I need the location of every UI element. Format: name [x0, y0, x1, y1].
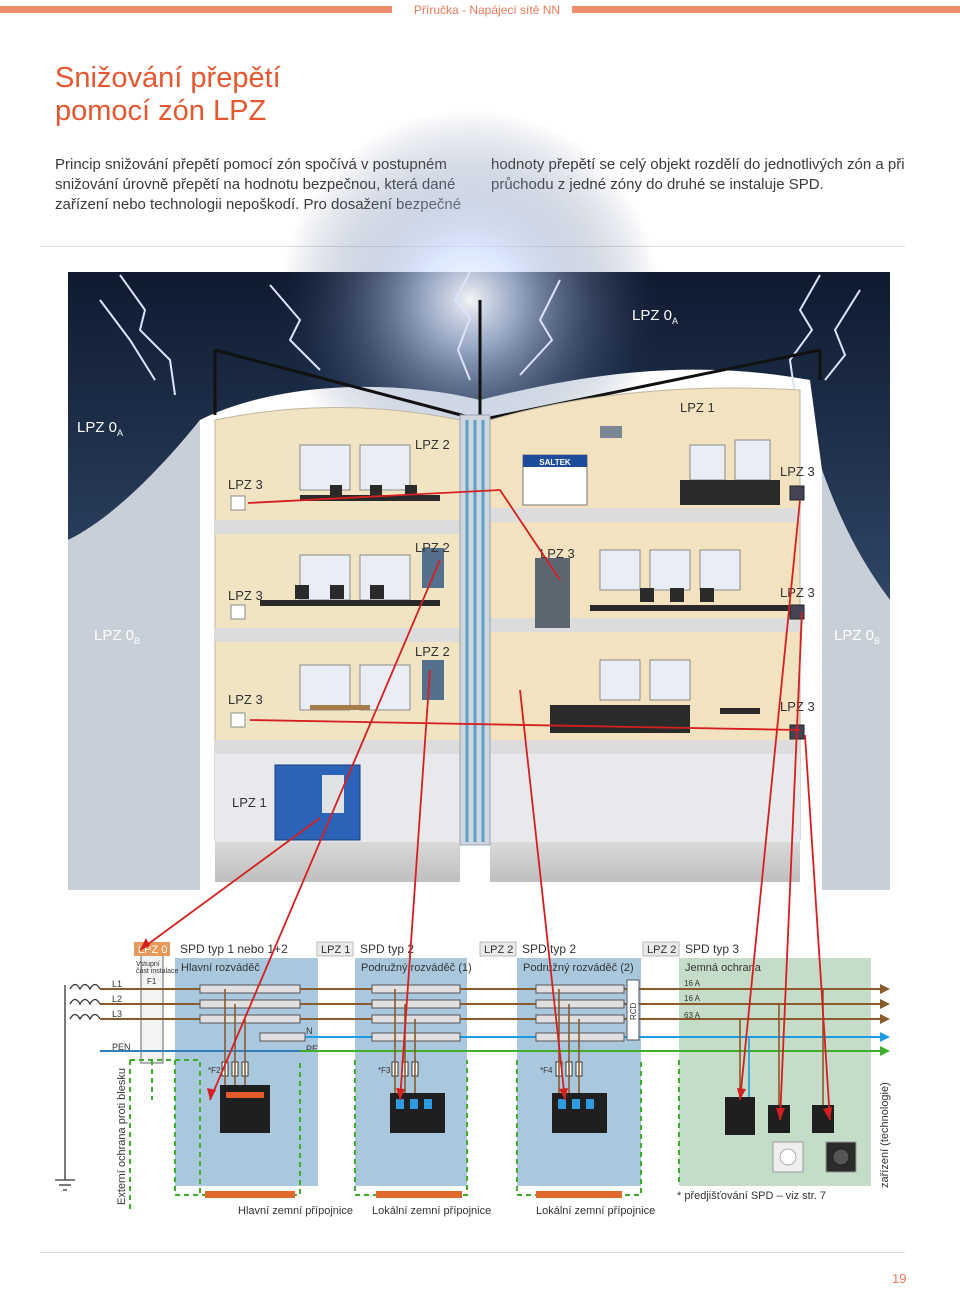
spd-title-fine: SPD typ 3 — [685, 942, 739, 956]
main-switchboard — [274, 764, 361, 841]
earth-symbol — [55, 1179, 75, 1191]
transformer-coils — [69, 983, 101, 1021]
zone-tag-1 — [316, 941, 354, 957]
entry-label-1: Vstupní — [136, 961, 160, 968]
board-sub1-label: Podružný rozváděč (1) — [361, 962, 472, 974]
breaker-16a-2: 16 A — [684, 994, 701, 1003]
spd-title-sub1: SPD typ 2 — [360, 942, 414, 956]
windows — [299, 439, 771, 711]
rcd-box — [626, 979, 640, 1041]
board-sub2-label: Podružný rozváděč (2) — [523, 962, 634, 974]
zone-tag-2b — [642, 941, 680, 957]
saltek-sign-title: SALTEK — [539, 458, 571, 467]
device-label: zařízení (technologie) — [879, 1082, 891, 1188]
left-ground — [68, 420, 200, 890]
pe-label: PE — [306, 1044, 318, 1054]
header-bar-left — [0, 6, 392, 13]
storm-sky — [68, 272, 890, 600]
board-fine-label: Jemná ochrana — [685, 962, 762, 974]
board-main-label: Hlavní rozváděč — [181, 962, 260, 974]
red-link-arrows — [140, 938, 832, 1120]
zone-tag-2a-text: LPZ 2 — [484, 944, 513, 956]
zone-lpz3-r2: LPZ 3 — [780, 585, 815, 600]
page-number: 19 — [892, 1271, 907, 1286]
basement-right — [490, 754, 800, 844]
zone-tag-2a — [479, 941, 517, 957]
drops — [224, 989, 824, 1105]
right-ground — [822, 470, 890, 890]
sub-board-1-panel — [355, 958, 467, 1186]
earth-bar-local2-label: Lokální zemní přípojnice — [536, 1205, 655, 1217]
zone-lpz2-f2: LPZ 2 — [415, 540, 450, 555]
footnote: * předjišťování SPD – viz str. 7 — [677, 1190, 826, 1202]
zone-lpz0b-right: LPZ 0B — [834, 627, 880, 646]
fuse-f3: *F3 — [378, 1066, 391, 1075]
red-links — [139, 489, 831, 1121]
fuse-f4: *F4 — [540, 1066, 553, 1075]
divider-bottom — [40, 1252, 905, 1253]
zone-lpz3-l1: LPZ 3 — [228, 692, 263, 707]
zone-lpz3-l3: LPZ 3 — [228, 477, 263, 492]
floor-slab-2 — [215, 628, 460, 642]
conductor-l1: L1 — [112, 979, 122, 989]
external-protection-label: Externí ochrana proti blesku — [116, 1068, 128, 1205]
breaker-16a-1: 16 A — [684, 979, 701, 988]
fuse-f1: F1 — [147, 977, 157, 986]
earth-bar-main-label: Hlavní zemní přípojnice — [238, 1205, 353, 1217]
header-bar-right — [572, 6, 960, 13]
zone-lpz3-rack: LPZ 3 — [540, 546, 575, 561]
entry-label-2: část instalace — [136, 968, 179, 975]
floor-slab-r3 — [490, 740, 800, 754]
n-label: N — [306, 1026, 313, 1036]
zone-lpz3-l2: LPZ 3 — [228, 588, 263, 603]
zone-lpz1-basement: LPZ 1 — [232, 795, 267, 810]
sub-board-icon-1 — [422, 548, 444, 588]
ground-strip-left — [215, 842, 460, 882]
zone-lpz0a-left: LPZ 0A — [77, 419, 123, 438]
lightning-bolts — [99, 271, 861, 396]
conductor-l3: L3 — [112, 1009, 122, 1019]
conductor-pen: PEN — [112, 1042, 131, 1052]
furniture — [260, 480, 790, 733]
floor-slab-r1 — [490, 508, 800, 522]
zone-tag-1-text: LPZ 1 — [321, 944, 350, 956]
dining-table — [310, 705, 370, 710]
conductor-l2: L2 — [112, 994, 122, 1004]
zone-lpz3-r3: LPZ 3 — [780, 464, 815, 479]
page-title: Snižování přepětí pomocí zón LPZ — [55, 62, 281, 128]
breaker-63a: 63 A — [684, 1011, 701, 1020]
title-line-1: Snižování přepětí — [55, 62, 281, 94]
zone-lpz1-top: LPZ 1 — [680, 400, 715, 415]
floor-slab-3 — [215, 740, 460, 754]
phase-arrows — [880, 984, 890, 1024]
switchboard-door — [322, 775, 344, 813]
zone-lpz2-f3: LPZ 2 — [415, 437, 450, 452]
fuse-f2: *F2 — [208, 1066, 221, 1075]
rcd-label: RCD — [629, 1002, 638, 1020]
zone-lpz0a-top: LPZ 0A — [632, 307, 678, 326]
zone-tag-2b-text: LPZ 2 — [647, 944, 676, 956]
zone-lpz0b-left: LPZ 0B — [94, 627, 140, 646]
spd-title-main: SPD typ 1 nebo 1+2 — [180, 942, 288, 956]
lightning-glow — [280, 110, 660, 490]
title-line-2: pomocí zón LPZ — [55, 95, 267, 127]
ground-strip-right — [490, 842, 800, 882]
earth-bar-local1-label: Lokální zemní přípojnice — [372, 1205, 491, 1217]
earth-bars — [205, 1191, 622, 1198]
ac-unit — [600, 426, 622, 438]
running-title: Příručka - Napájecí sítě NN — [414, 3, 561, 17]
sub-board-icon-2 — [422, 660, 444, 700]
zone-lpz2-f1: LPZ 2 — [415, 644, 450, 659]
floor-slab-1 — [215, 520, 460, 534]
